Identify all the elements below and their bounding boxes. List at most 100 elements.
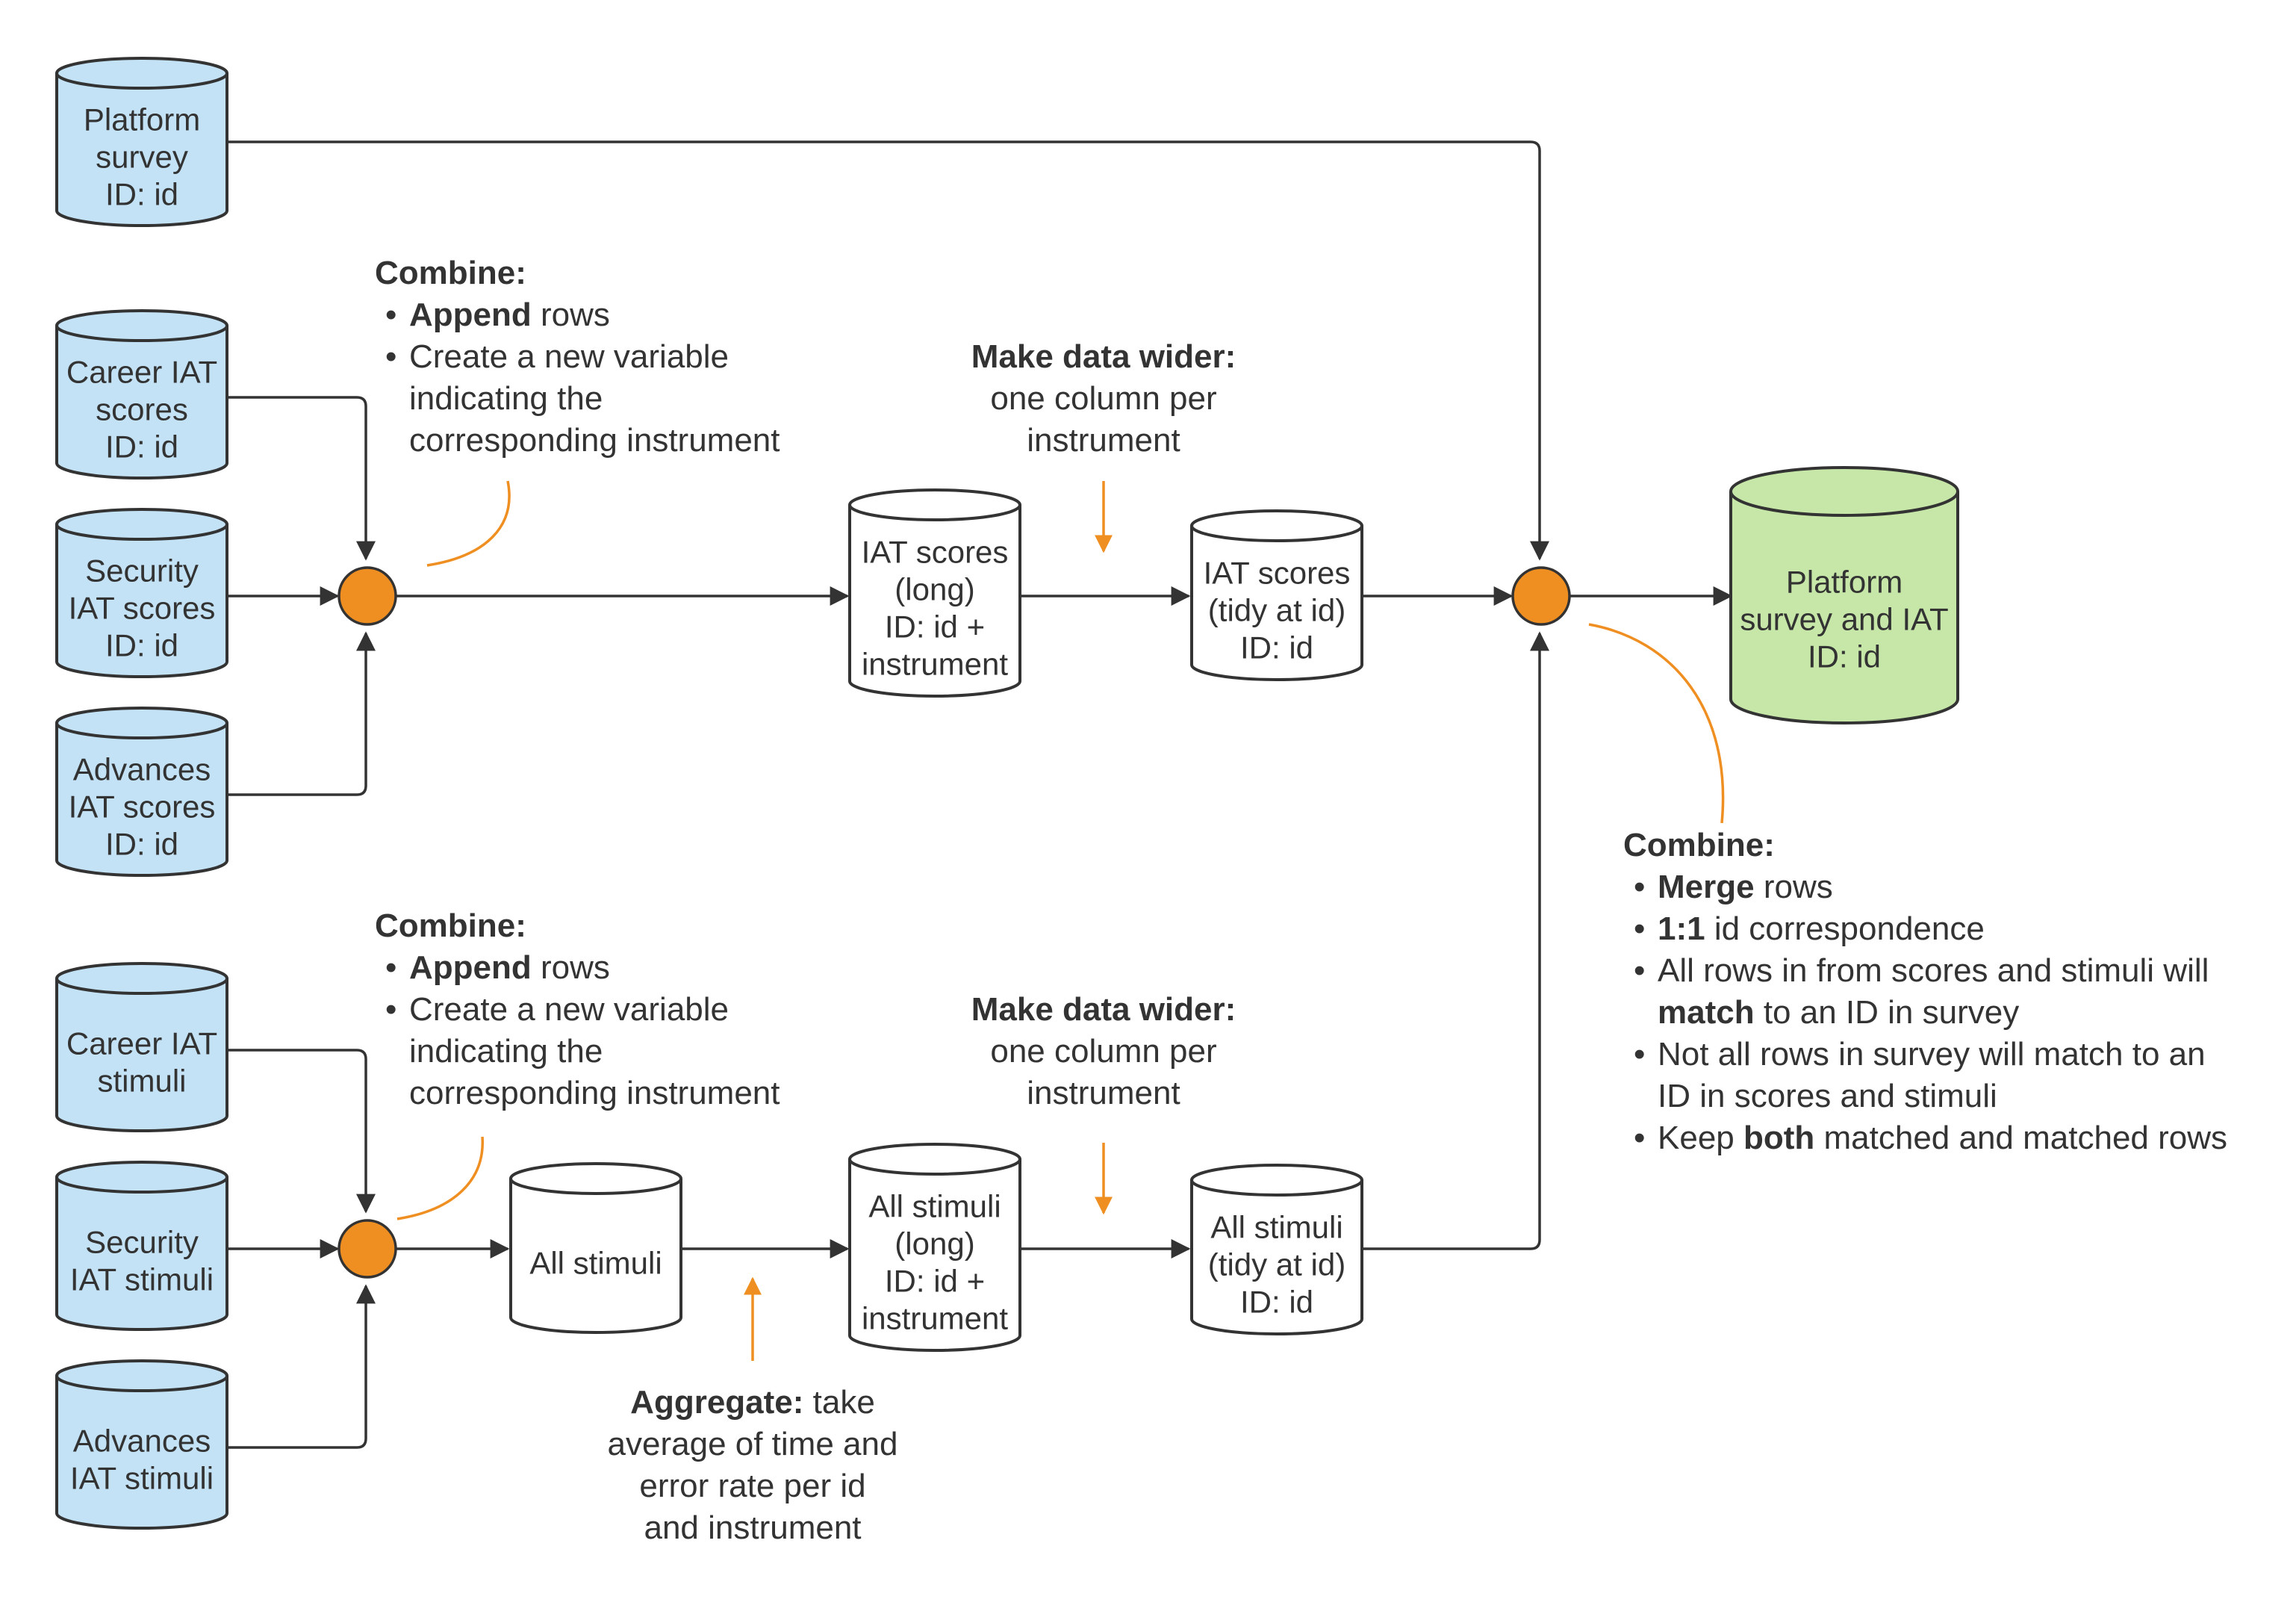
cylinder-body — [1729, 466, 1959, 724]
join-point-scores — [337, 566, 397, 626]
dataset-iat-scores-long: IAT scores(long)ID: id +instrument — [848, 488, 1021, 698]
note-line: corresponding instrument — [409, 1075, 780, 1111]
note-title: Combine: — [1623, 827, 1775, 863]
dataset-label-line: (tidy at id) — [1208, 593, 1345, 628]
dataset-label-line: IAT scores — [1204, 556, 1351, 591]
callout-curve-combine-scores — [426, 480, 511, 567]
dataset-label-line: All stimuli — [868, 1189, 1001, 1224]
note-wider-scores: Make data wider: one column per instrume… — [971, 338, 1236, 459]
cylinder-body — [1190, 1164, 1363, 1335]
note-title-line: Aggregate: take — [630, 1384, 875, 1421]
dataset-label-line: Career IAT — [66, 1026, 217, 1061]
note-line: Append rows — [409, 949, 610, 986]
note-combine-stimuli: Combine: • Append rows • Create a new va… — [375, 907, 780, 1111]
bullet-dot: • — [385, 297, 396, 333]
note-title: Combine: — [375, 255, 526, 291]
bullet-dot: • — [1634, 1036, 1645, 1073]
cylinder-body — [55, 962, 228, 1132]
cylinder-rim — [1190, 1179, 1363, 1197]
callout-curve-merge — [1588, 623, 1725, 824]
dataset-label-line: scores — [96, 392, 188, 427]
dataset-all-stimuli-long: All stimuli(long)ID: id +instrument — [848, 1143, 1021, 1352]
dataset-iat-scores-tidy: IAT scores(tidy at id)ID: id — [1190, 509, 1363, 681]
edge-advances-scores-to-join — [228, 631, 376, 796]
note-combine-scores: Combine: • Append rows • Create a new va… — [375, 255, 780, 459]
note-line: 1:1 id correspondence — [1658, 910, 1985, 947]
cylinder-rim — [1190, 525, 1363, 542]
edge-stimuli-tidy-to-merge — [1363, 631, 1549, 1250]
cylinder-body — [1190, 509, 1363, 681]
note-line: error rate per id — [639, 1468, 865, 1504]
cylinder-rim — [55, 722, 228, 739]
dataset-label-line: All stimuli — [529, 1246, 662, 1281]
note-line: indicating the — [409, 380, 603, 417]
cylinder-body — [55, 1359, 228, 1530]
note-line: Merge rows — [1658, 869, 1833, 905]
note-line: All rows in from scores and stimuli will — [1658, 952, 2209, 989]
dataset-label-line: ID: id — [1240, 630, 1313, 665]
cylinder-rim — [55, 72, 228, 90]
dataset-label-line: ID: id + — [885, 1264, 985, 1299]
dataset-label-line: ID: id — [1240, 1285, 1313, 1320]
cylinder-rim — [509, 1178, 682, 1195]
edge-advances-stimuli-to-join — [228, 1284, 376, 1449]
cylinder-body — [55, 1161, 228, 1331]
annotation-marks — [396, 480, 1725, 1361]
edge-career-stimuli-to-join — [228, 1049, 376, 1214]
dataset-label-line: All stimuli — [1210, 1210, 1343, 1245]
dataset-label-line: IAT scores — [69, 591, 216, 626]
cylinder-body — [509, 1162, 682, 1334]
dataset-label-line: stimuli — [97, 1064, 186, 1099]
dataset-label-line: survey — [96, 140, 188, 175]
dataset-label-line: (tidy at id) — [1208, 1247, 1345, 1282]
dataset-label-line: IAT stimuli — [70, 1262, 214, 1297]
dataset-all-stimuli: All stimuli — [509, 1162, 682, 1334]
note-title: Combine: — [375, 907, 526, 944]
bullet-dot: • — [1634, 910, 1645, 947]
note-line: Append rows — [409, 297, 610, 333]
note-line: and instrument — [644, 1509, 861, 1546]
cylinder-rim — [848, 504, 1021, 521]
note-line: corresponding instrument — [409, 422, 780, 459]
dataset-label-line: (long) — [895, 1226, 974, 1261]
cylinder-body — [55, 309, 228, 480]
cylinder-body — [55, 57, 228, 227]
dataset-all-stimuli-tidy: All stimuli(tidy at id)ID: id — [1190, 1164, 1363, 1335]
dataset-label-line: Platform — [84, 102, 200, 137]
callout-curve-combine-stimuli — [396, 1136, 484, 1220]
bullet-dot: • — [385, 949, 396, 986]
dataset-label-line: Platform — [1786, 565, 1903, 600]
note-line: Create a new variable — [409, 991, 729, 1028]
dataset-label-line: (long) — [895, 572, 974, 607]
note-aggregate: Aggregate: take average of time and erro… — [608, 1384, 898, 1546]
bullet-dot: • — [1634, 1120, 1645, 1156]
note-line: indicating the — [409, 1033, 603, 1070]
note-title: Make data wider: — [971, 338, 1236, 375]
note-line: Keep both matched and matched rows — [1658, 1120, 2227, 1156]
join-point-stimuli — [337, 1219, 397, 1279]
dataset-label-line: ID: id + — [885, 609, 985, 645]
dataset-label-line: ID: id — [1808, 639, 1881, 674]
cylinder-rim — [55, 978, 228, 995]
bullet-dot: • — [385, 991, 396, 1028]
dataset-label-line: ID: id — [105, 827, 178, 862]
note-line: one column per — [990, 1033, 1216, 1070]
dataset-label-line: Career IAT — [66, 355, 217, 390]
cylinder-rim — [55, 1176, 228, 1194]
cylinder-body — [55, 508, 228, 678]
dataset-label-line: survey and IAT — [1740, 602, 1948, 637]
dataset-label-line: IAT scores — [69, 789, 216, 825]
cylinder-rim — [848, 1158, 1021, 1176]
dataset-label-line: Security — [85, 553, 199, 589]
note-line: one column per — [990, 380, 1216, 417]
dataset-label-line: ID: id — [105, 177, 178, 212]
note-merge: Combine: • Merge rows • 1:1 id correspon… — [1623, 827, 2227, 1156]
dataset-label-line: Security — [85, 1225, 199, 1260]
